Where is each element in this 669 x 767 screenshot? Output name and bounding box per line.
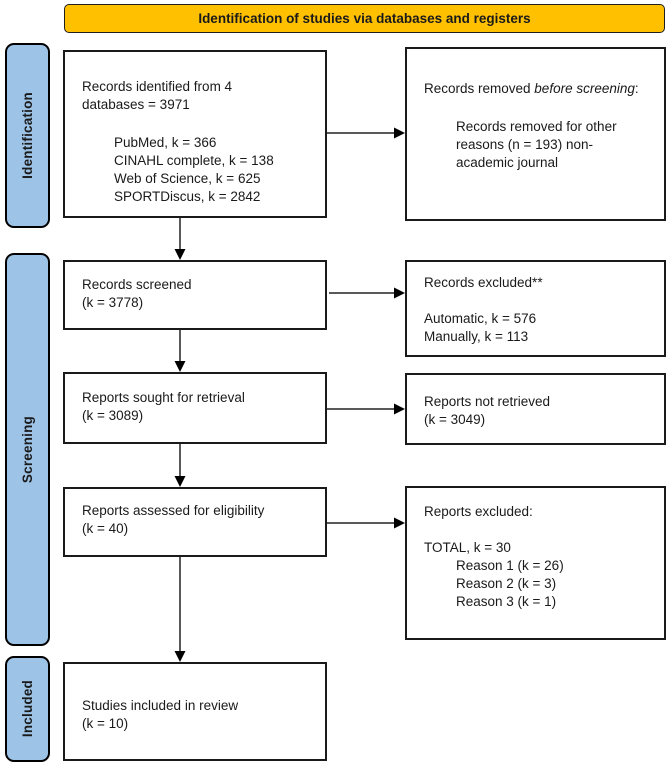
studies-included-count: (k = 10) bbox=[82, 716, 129, 731]
box-reports-sought: Reports sought for retrieval (k = 3089) bbox=[63, 372, 327, 444]
arrow-screened-to-sought bbox=[174, 330, 186, 372]
arrow-identified-to-screened bbox=[174, 218, 186, 260]
arrow-assessed-to-repexcluded bbox=[327, 517, 405, 529]
records-identified-sources: PubMed, k = 366 CINAHL complete, k = 138… bbox=[114, 134, 313, 206]
records-identified-heading: Records identified from 4 databases = 39… bbox=[82, 79, 233, 112]
records-removed-heading: Records removed before screening: bbox=[424, 81, 639, 96]
records-screened-count: (k = 3778) bbox=[82, 295, 144, 310]
box-reports-excluded: Reports excluded: TOTAL, k = 30 Reason 1… bbox=[405, 486, 666, 640]
box-reports-assessed: Reports assessed for eligibility (k = 40… bbox=[63, 487, 327, 557]
excluded-automatic: Automatic, k = 576 bbox=[424, 311, 537, 326]
phase-label-identification: Identification bbox=[5, 43, 50, 228]
source-pubmed: PubMed, k = 366 bbox=[114, 135, 217, 150]
phase-label-included-text: Included bbox=[20, 680, 35, 738]
reason-2: Reason 2 (k = 3) bbox=[456, 576, 557, 591]
excluded-manually: Manually, k = 113 bbox=[424, 329, 529, 344]
box-reports-not-retrieved: Reports not retrieved (k = 3049) bbox=[405, 373, 666, 445]
reports-assessed-count: (k = 40) bbox=[82, 521, 129, 536]
source-cinahl: CINAHL complete, k = 138 bbox=[114, 153, 274, 168]
reports-excluded-heading: Reports excluded: bbox=[424, 504, 533, 519]
reason-3: Reason 3 (k = 1) bbox=[456, 594, 557, 609]
arrow-identified-to-removed bbox=[327, 127, 405, 139]
phase-label-identification-text: Identification bbox=[20, 92, 35, 179]
records-removed-italic: before screening bbox=[534, 81, 635, 96]
source-sportdiscus: SPORTDiscus, k = 2842 bbox=[114, 189, 261, 204]
phase-label-screening: Screening bbox=[5, 253, 50, 646]
records-excluded-items: Automatic, k = 576 Manually, k = 113 bbox=[424, 310, 652, 346]
records-removed-detail: Records removed for other reasons (n = 1… bbox=[456, 119, 617, 170]
banner-title-text: Identification of studies via databases … bbox=[198, 11, 531, 26]
box-records-identified: Records identified from 4 databases = 39… bbox=[63, 50, 327, 218]
box-records-excluded: Records excluded** Automatic, k = 576 Ma… bbox=[405, 260, 666, 357]
arrow-screened-to-excluded bbox=[329, 287, 405, 299]
arrow-sought-to-notretrieved bbox=[327, 403, 405, 415]
box-records-screened: Records screened (k = 3778) bbox=[63, 260, 327, 330]
phase-label-included: Included bbox=[5, 656, 50, 762]
reports-excluded-reasons: Reason 1 (k = 26) Reason 2 (k = 3) Reaso… bbox=[456, 557, 652, 611]
reports-excluded-total: TOTAL, k = 30 bbox=[424, 540, 511, 555]
reports-not-retrieved-count: (k = 3049) bbox=[424, 412, 486, 427]
source-web-of-science: Web of Science, k = 625 bbox=[114, 171, 261, 186]
arrow-sought-to-assessed bbox=[174, 444, 186, 487]
reason-1: Reason 1 (k = 26) bbox=[456, 558, 564, 573]
arrow-assessed-to-included bbox=[174, 557, 186, 662]
phase-label-screening-text: Screening bbox=[20, 415, 35, 484]
box-studies-included: Studies included in review (k = 10) bbox=[63, 662, 327, 761]
records-excluded-heading: Records excluded** bbox=[424, 275, 543, 290]
banner-title: Identification of studies via databases … bbox=[64, 4, 665, 33]
box-records-removed: Records removed before screening: Record… bbox=[405, 47, 666, 221]
reports-sought-count: (k = 3089) bbox=[82, 408, 144, 423]
